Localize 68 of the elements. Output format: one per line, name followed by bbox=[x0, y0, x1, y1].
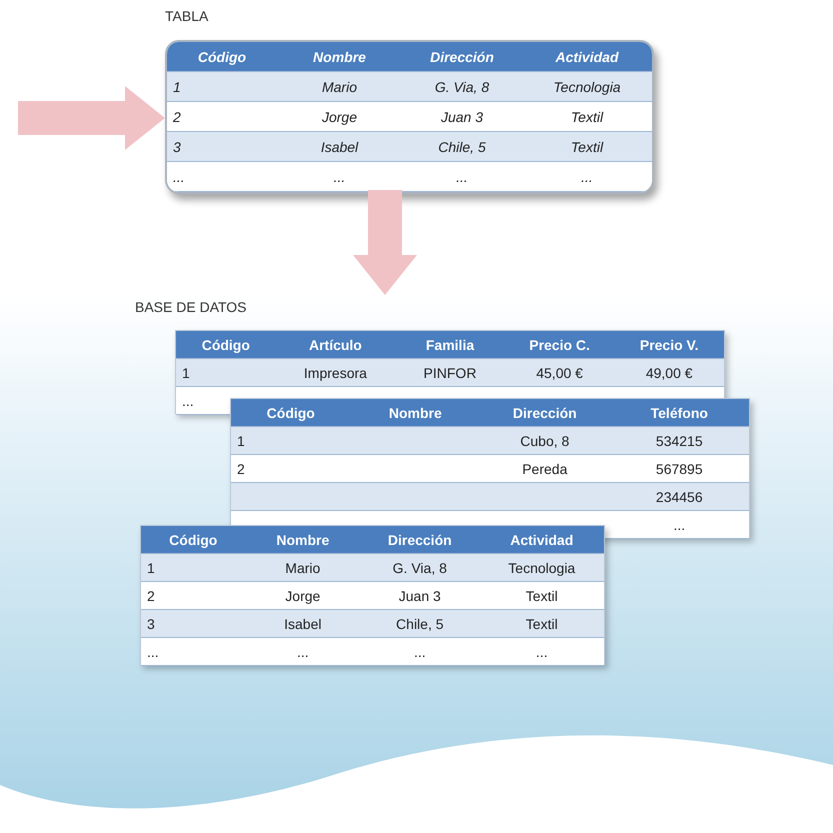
table-cell-text: ... bbox=[172, 168, 186, 186]
table-cell-text: 234456 bbox=[654, 488, 704, 506]
block-arrow bbox=[353, 190, 417, 295]
table-cell-text: Tecnologia bbox=[507, 558, 576, 578]
column-header: Código bbox=[266, 404, 316, 423]
table-cell-text: Isabel bbox=[283, 614, 322, 634]
table-cell-text: ... bbox=[412, 642, 427, 662]
table-cell-text: ... bbox=[146, 642, 160, 662]
column-header: Código bbox=[168, 530, 218, 550]
table-cell-text: Textil bbox=[524, 586, 559, 606]
column-header: Código bbox=[200, 336, 251, 355]
column-header: Actividad bbox=[509, 530, 574, 550]
table-cell-text: ... bbox=[181, 392, 195, 410]
table-cell-text: G. Via, 8 bbox=[434, 78, 490, 96]
table-cell-text: Jorge bbox=[284, 586, 322, 606]
table-cell-text: ... bbox=[534, 642, 549, 662]
table-cell-text: 534215 bbox=[654, 432, 704, 450]
column-header: Código bbox=[196, 48, 248, 67]
column-header: Teléfono bbox=[650, 404, 709, 422]
table-cell-text: 1 bbox=[146, 558, 156, 578]
table-cell-text: Mario bbox=[320, 78, 358, 96]
table-cell-text: 1 bbox=[236, 432, 246, 450]
column-header: Dirección bbox=[386, 530, 453, 550]
table-cell-text: 49,00 € bbox=[644, 364, 694, 382]
block-arrow bbox=[18, 86, 165, 150]
column-header: Actividad bbox=[554, 48, 620, 66]
table-cell-text: 1 bbox=[181, 364, 191, 382]
column-header: Precio V. bbox=[638, 336, 700, 354]
table-cell-text: 3 bbox=[146, 614, 156, 634]
table-cell-text: 45,00 € bbox=[535, 364, 584, 382]
table-cell-text: 2 bbox=[146, 586, 156, 606]
column-header: Dirección bbox=[512, 404, 578, 422]
table-cell-text: G. Via, 8 bbox=[392, 558, 448, 578]
table-cell-text: Juan 3 bbox=[398, 586, 442, 606]
table-cell-text: Juan 3 bbox=[440, 108, 484, 126]
table-cell-text: Cubo, 8 bbox=[519, 432, 570, 450]
table-cell-text: ... bbox=[672, 516, 686, 534]
table-cell-text: 1 bbox=[172, 78, 182, 96]
heading: TABLA bbox=[165, 8, 208, 24]
data-table bbox=[140, 525, 605, 665]
column-header: Dirección bbox=[429, 48, 495, 66]
table-cell-text: PINFOR bbox=[422, 364, 478, 382]
table-cell-text: Jorge bbox=[320, 108, 358, 127]
table-cell-text: 3 bbox=[172, 138, 182, 156]
column-header: Nombre bbox=[275, 530, 330, 550]
table-cell-text: Chile, 5 bbox=[437, 138, 487, 156]
column-header: Familia bbox=[424, 336, 476, 354]
column-header: Artículo bbox=[308, 336, 363, 354]
table-cell-text: 2 bbox=[236, 460, 246, 478]
table-cell-text: Textil bbox=[524, 614, 559, 634]
table-cell-text: Mario bbox=[284, 558, 322, 578]
table-cell-text: Pereda bbox=[521, 460, 568, 478]
column-header: Nombre bbox=[388, 404, 443, 422]
table-cell-text: Impresora bbox=[302, 364, 368, 383]
table-cell-text: ... bbox=[296, 642, 310, 662]
table-cell-text: Chile, 5 bbox=[395, 614, 445, 634]
table-cell-text: 2 bbox=[172, 108, 182, 126]
table-cell-text: Tecnologia bbox=[552, 78, 622, 97]
table-cell-text: ... bbox=[580, 168, 594, 186]
table-cell-text: ... bbox=[455, 168, 469, 186]
column-header: Nombre bbox=[312, 48, 367, 66]
column-header: Precio C. bbox=[528, 336, 591, 354]
table-cell-text: ... bbox=[332, 168, 346, 186]
heading: BASE DE DATOS bbox=[135, 299, 247, 315]
table-cell-text: 567895 bbox=[654, 460, 704, 478]
table-cell-text: Isabel bbox=[320, 138, 360, 156]
table-cell-text: Textil bbox=[570, 108, 604, 126]
table-cell-text: Textil bbox=[570, 138, 604, 156]
